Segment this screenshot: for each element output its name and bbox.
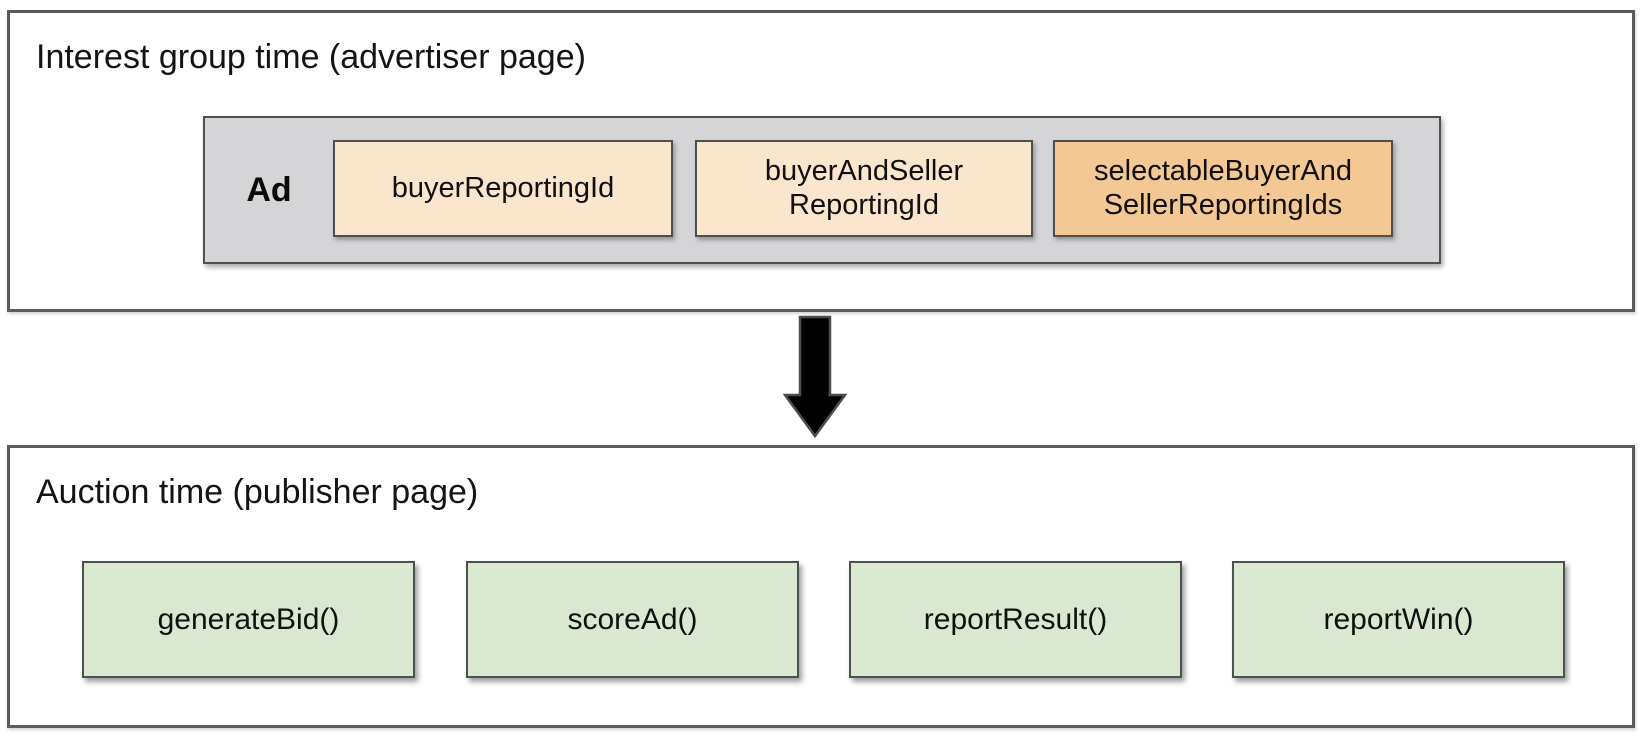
- id-box-line: ReportingId: [789, 188, 939, 221]
- interest-group-title: Interest group time (advertiser page): [36, 38, 586, 76]
- buyer-and-seller-reporting-id-box: buyerAndSeller ReportingId: [695, 140, 1033, 237]
- report-result-box: reportResult(): [849, 561, 1182, 678]
- id-box-line: buyerReportingId: [391, 171, 615, 204]
- auction-title: Auction time (publisher page): [36, 473, 479, 511]
- score-ad-box: scoreAd(): [466, 561, 799, 678]
- down-arrow-icon: [782, 315, 848, 439]
- function-box-label: scoreAd(): [567, 602, 698, 636]
- id-box-line: SellerReportingIds: [1103, 188, 1343, 221]
- ad-label: Ad: [246, 170, 292, 209]
- id-box-line: selectableBuyerAnd: [1094, 154, 1352, 187]
- function-box-label: reportWin(): [1323, 602, 1474, 636]
- report-win-box: reportWin(): [1232, 561, 1565, 678]
- interest-group-section: Interest group time (advertiser page) Ad…: [7, 10, 1635, 312]
- id-box-line: buyerAndSeller: [764, 154, 964, 187]
- buyer-reporting-id-box: buyerReportingId: [333, 140, 673, 237]
- function-box-label: generateBid(): [157, 602, 340, 636]
- selectable-buyer-and-seller-reporting-ids-box: selectableBuyerAnd SellerReportingIds: [1053, 140, 1393, 237]
- function-box-label: reportResult(): [923, 602, 1108, 636]
- generate-bid-box: generateBid(): [82, 561, 415, 678]
- ad-container: Ad buyerReportingId buyerAndSeller Repor…: [203, 116, 1441, 264]
- auction-section: Auction time (publisher page) generateBi…: [7, 445, 1635, 728]
